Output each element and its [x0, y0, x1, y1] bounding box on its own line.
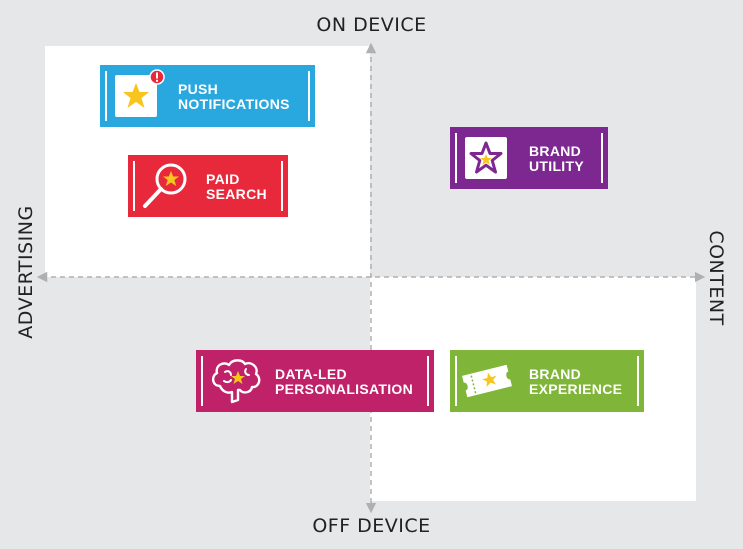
- card-title-line2: SEARCH: [206, 186, 267, 202]
- magnifier-star-icon: [143, 163, 187, 208]
- card-title-line1: DATA-LED: [275, 366, 347, 382]
- card-push-notifications: PUSH NOTIFICATIONS: [100, 65, 315, 127]
- card-bar-left: [133, 161, 135, 211]
- axis-label-on-device: ON DEVICE: [316, 14, 427, 36]
- card-bar-right: [427, 356, 429, 406]
- card-title-line2: NOTIFICATIONS: [178, 96, 290, 112]
- card-bar-right: [308, 71, 310, 121]
- ticket-star-icon: [462, 364, 512, 398]
- brain-star-icon: [212, 359, 261, 404]
- card-bar-right: [281, 161, 283, 211]
- card-title-line1: PAID: [206, 171, 240, 187]
- card-title-line1: PUSH: [178, 81, 219, 97]
- card-bar-left: [455, 133, 457, 183]
- card-bar-right: [601, 133, 603, 183]
- card-brand-utility: BRAND UTILITY: [450, 127, 608, 189]
- card-paid-search: PAID SEARCH: [128, 155, 288, 217]
- star-badge-icon: [115, 75, 157, 117]
- card-bar-left: [455, 356, 457, 406]
- card-title-line2: EXPERIENCE: [529, 381, 623, 397]
- card-bar-left: [201, 356, 203, 406]
- alert-badge-icon: [149, 69, 165, 85]
- card-brand-experience: BRAND EXPERIENCE: [450, 350, 644, 412]
- card-title-line1: BRAND: [529, 143, 582, 159]
- card-bar-right: [637, 356, 639, 406]
- star-outline-icon: [465, 137, 507, 179]
- card-title-line2: UTILITY: [529, 158, 584, 174]
- card-bar-left: [105, 71, 107, 121]
- axis-label-off-device: OFF DEVICE: [312, 515, 431, 537]
- axis-label-advertising: ADVERTISING: [15, 205, 37, 339]
- card-data-led-personalisation: DATA-LED PERSONALISATION: [196, 350, 434, 412]
- card-title-line2: PERSONALISATION: [275, 381, 414, 397]
- axis-label-content: CONTENT: [705, 230, 727, 326]
- card-title-line1: BRAND: [529, 366, 582, 382]
